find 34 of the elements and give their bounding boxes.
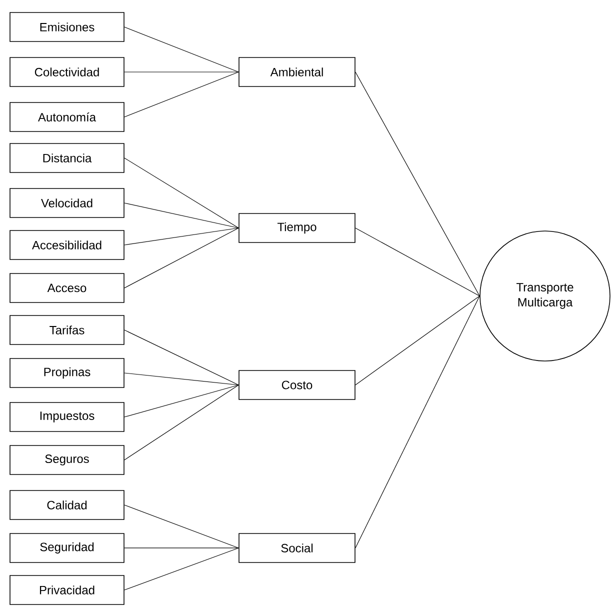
- connector-line: [355, 72, 480, 296]
- category-box: Costo: [238, 370, 356, 400]
- connector-line: [124, 228, 239, 288]
- connector-line: [124, 330, 239, 386]
- connector-line: [124, 202, 239, 228]
- label-box: Propinas: [10, 358, 124, 388]
- category-box: Ambiental: [238, 57, 356, 87]
- label-box: Colectividad: [10, 57, 124, 87]
- connector-line: [124, 504, 239, 548]
- label-box: Impuestos: [10, 402, 124, 432]
- label-box: Accesibilidad: [10, 230, 124, 260]
- connector-line: [124, 228, 239, 246]
- connector-line: [355, 296, 480, 548]
- connector-line: [355, 296, 480, 386]
- label-box: Velocidad: [10, 188, 124, 218]
- category-box: Social: [238, 533, 356, 563]
- label-box: Seguros: [10, 445, 124, 475]
- connector-line: [124, 548, 239, 590]
- label-box: Acceso: [10, 273, 124, 303]
- label-box: Seguridad: [10, 533, 124, 563]
- connector-line: [124, 72, 239, 118]
- label-box: Calidad: [10, 490, 124, 520]
- connector-line: [124, 384, 239, 460]
- label-box: Privacidad: [10, 575, 124, 605]
- label-box: Emisiones: [10, 12, 124, 42]
- connector-line: [355, 228, 480, 296]
- connector-line: [124, 384, 239, 418]
- connector-line: [124, 372, 239, 386]
- category-box: Tiempo: [238, 213, 356, 243]
- connector-line: [124, 158, 239, 228]
- label-box: Autonomía: [10, 102, 124, 132]
- label-box: Tarifas: [10, 315, 124, 345]
- label-box: Distancia: [10, 143, 124, 173]
- connector-line: [124, 26, 239, 72]
